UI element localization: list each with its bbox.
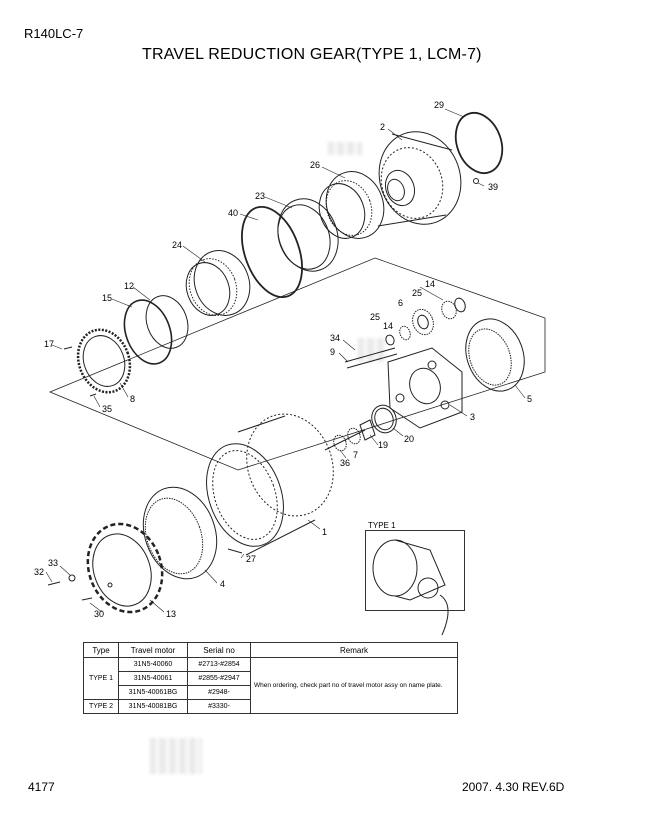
part-pin-9 — [344, 347, 398, 369]
callout: 40 — [228, 208, 238, 218]
table-header-row: Type Travel motor Serial no Remark — [83, 642, 458, 658]
cell-motor: 31N5-40061 — [118, 671, 188, 686]
callout: 14 — [425, 279, 435, 289]
callout: 9 — [330, 347, 335, 357]
part-drum-1 — [206, 413, 334, 556]
callout: 4 — [220, 579, 225, 589]
callout: 36 — [340, 458, 350, 468]
callout: 30 — [94, 609, 104, 619]
callout: 7 — [353, 450, 358, 460]
cell-motor: 31N5-40081BG — [118, 699, 188, 714]
callout: 17 — [44, 339, 54, 349]
part-bearing-19 — [359, 419, 376, 441]
page-title: TRAVEL REDUCTION GEAR(TYPE 1, LCM-7) — [142, 46, 482, 63]
assembly-boundary — [48, 257, 546, 471]
part-bolt-32 — [47, 581, 61, 586]
model-code: R140LC-7 — [24, 26, 84, 41]
callout: 27 — [246, 554, 256, 564]
header-type: Type — [83, 642, 119, 658]
part-ring-gear-8 — [76, 328, 132, 394]
part-ring-23 — [277, 198, 339, 272]
part-cover-13 — [86, 522, 164, 614]
callout: 25 — [370, 312, 380, 322]
part-oring-29 — [454, 112, 504, 174]
table-row: 31N5-40061BG #2948- — [84, 685, 458, 700]
part-ring-12 — [145, 295, 189, 349]
cell-type: TYPE 2 — [83, 699, 119, 714]
callout: 19 — [378, 440, 388, 450]
part-bearing-26 — [318, 171, 385, 239]
part-bolt-35 — [89, 393, 97, 397]
callout: 35 — [102, 404, 112, 414]
part-ring-gear-4 — [142, 486, 218, 580]
callout: 15 — [102, 293, 112, 303]
part-gear-6 — [412, 308, 434, 336]
part-bearing-25 — [441, 300, 457, 320]
callout: 20 — [404, 434, 414, 444]
cell-motor: 31N5-40060 — [118, 657, 188, 672]
cell-serial: #2855-#2947 — [187, 671, 251, 686]
callout: 5 — [527, 394, 532, 404]
callout: 26 — [310, 160, 320, 170]
part-bearing-24 — [185, 250, 251, 316]
type1-inset-label: TYPE 1 — [368, 521, 396, 530]
part-pin-27 — [227, 548, 243, 554]
part-plug-30 — [81, 597, 93, 601]
callout: 24 — [172, 240, 182, 250]
part-housing-2 — [377, 131, 462, 227]
part-plug-39 — [473, 178, 479, 184]
header-serial-no: Serial no — [187, 642, 251, 658]
part-bolt-17 — [63, 346, 73, 350]
part-carrier-3 — [387, 347, 463, 429]
cell-type: TYPE 1 — [83, 657, 119, 700]
table-row: 31N5-40061 #2855-#2947 — [84, 671, 458, 686]
cell-serial: #2713-#2854 — [187, 657, 251, 672]
callout: 33 — [48, 558, 58, 568]
blurred-watermark-bottom — [150, 738, 202, 774]
callout: 32 — [34, 567, 44, 577]
callout: 12 — [124, 281, 134, 291]
callout: 14 — [383, 321, 393, 331]
cell-serial: #2948- — [187, 685, 251, 700]
table-row: TYPE 1 31N5-40060 #2713-#2854 When order… — [83, 657, 458, 714]
callout: 39 — [488, 182, 498, 192]
header-remark: Remark — [250, 642, 458, 658]
type1-inset-frame — [365, 530, 465, 611]
cell-motor: 31N5-40061BG — [118, 685, 188, 700]
blurred-watermark-top — [328, 142, 362, 155]
callout-labels: 29 2 26 39 23 40 24 12 15 17 35 8 34 9 2… — [34, 100, 532, 619]
callout: 34 — [330, 333, 340, 343]
part-ring-15 — [123, 299, 173, 365]
callout: 3 — [470, 412, 475, 422]
part-sun-gear-7 — [324, 427, 366, 452]
part-washer-14 — [454, 297, 466, 313]
callout: 23 — [255, 191, 265, 201]
callout: 13 — [166, 609, 176, 619]
revision-date: 2007. 4.30 REV.6D — [462, 780, 565, 794]
cell-serial: #3330- — [187, 699, 251, 714]
part-bearing-25b — [399, 325, 411, 341]
callout: 2 — [380, 122, 385, 132]
part-ring-20 — [371, 404, 397, 434]
part-washer-33 — [68, 574, 76, 582]
header-travel-motor: Travel motor — [118, 642, 188, 658]
cell-remark: When ordering, check part no of travel m… — [250, 657, 458, 714]
part-ring-gear-5 — [465, 318, 525, 392]
table-row: TYPE 2 31N5-40081BG #3330- — [83, 699, 458, 714]
parts-table: Type Travel motor Serial no Remark TYPE … — [83, 642, 458, 714]
callout: 29 — [434, 100, 444, 110]
part-washer-14b — [385, 334, 395, 346]
callout: 8 — [130, 394, 135, 404]
part-oring-40 — [241, 205, 303, 299]
callout: 25 — [412, 288, 422, 298]
callout: 6 — [398, 298, 403, 308]
page-number: 4177 — [28, 780, 55, 794]
callout: 1 — [322, 527, 327, 537]
